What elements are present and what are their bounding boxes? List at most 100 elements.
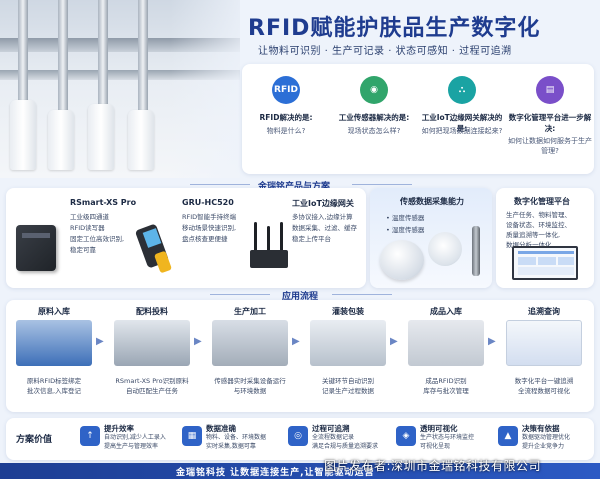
flow-arrow-icon: ▶ bbox=[488, 336, 496, 347]
rfid-reader-image bbox=[16, 225, 56, 271]
process-step-desc: 关键环节自动识别 记录生产过程数据 bbox=[300, 376, 396, 396]
flow-arrow-icon: ▶ bbox=[292, 336, 300, 347]
step-desc-line: 记录生产过程数据 bbox=[322, 387, 374, 395]
platform-desc-line: 质量追溯等一体化, bbox=[506, 231, 561, 239]
step-desc-line: 批次信息,入库登记 bbox=[26, 387, 82, 395]
value-desc: 数据驱动管理优化 提升企业竞争力 bbox=[522, 433, 570, 451]
products-panel bbox=[6, 188, 366, 288]
question-title: 数字化管理平台进一步解决: bbox=[508, 113, 592, 133]
process-step-title: 生产加工 bbox=[234, 307, 266, 316]
value-title: 过程可追溯 bbox=[312, 424, 350, 433]
process-step-title: 追溯查询 bbox=[528, 307, 560, 316]
section-divider bbox=[332, 294, 392, 295]
product-desc: 多协议接入,边缘计算 数据采集、过滤、缓存 稳定上传平台 bbox=[292, 212, 357, 245]
decision-icon: ▲ bbox=[498, 426, 518, 446]
bottle bbox=[10, 100, 36, 170]
question-card-platform: ▤ 数字化管理平台进一步解决: 如何让数据如何服务于生产管理? bbox=[506, 64, 594, 174]
step-desc-line: 数字化平台一键追溯 bbox=[514, 377, 574, 385]
step-desc-line: 全流程数据可视化 bbox=[518, 387, 570, 395]
page-title: RFID赋能护肤品生产数字化 bbox=[248, 16, 541, 41]
platform-card-desc: 生产任务、物料管理、 设备状态、环境监控、 质量追溯等一体化, 数据分析一体化 bbox=[506, 210, 590, 250]
process-section-label: 应用流程 bbox=[282, 292, 319, 302]
value-desc: 物料、设备、环境数据 实时采集,数据可靠 bbox=[206, 433, 266, 451]
monitor-icon: ▤ bbox=[536, 76, 564, 104]
sensor-item: • 温度传感器 bbox=[386, 214, 425, 222]
value-desc-line: 物料、设备、环境数据 bbox=[206, 434, 267, 441]
probe-sensor-image bbox=[472, 226, 480, 276]
value-desc-line: 提高生产与管理效率 bbox=[104, 443, 159, 450]
dashboard-header-bar bbox=[518, 251, 574, 254]
product-desc: RFID智能手持终端 移动场景快速识别, 盘点核查更便捷 bbox=[182, 212, 236, 245]
platform-desc-line: 数据分析一体化 bbox=[506, 241, 552, 249]
filling-nozzle bbox=[58, 0, 68, 110]
platform-desc-line: 生产任务、物料管理、 bbox=[506, 211, 571, 219]
question-title: 工业传感器解决的是: bbox=[338, 113, 410, 122]
dashboard-monitor-image bbox=[512, 246, 578, 280]
product-name: RSmart-XS Pro bbox=[70, 198, 137, 207]
value-desc-line: 实时采集,数据可靠 bbox=[206, 443, 256, 450]
product-desc-line: RFID读写器 bbox=[70, 224, 105, 232]
footer-slogan: 金瑞铭科技 让数据连接生产,让智能驱动运营 bbox=[176, 468, 375, 478]
process-step-title: 灌装包装 bbox=[332, 307, 364, 316]
step-desc-line: 关键环节自动识别 bbox=[322, 377, 374, 385]
question-text: 现场状态怎么样? bbox=[347, 127, 401, 135]
process-step-title: 配料投料 bbox=[136, 307, 168, 316]
filling-nozzle bbox=[138, 0, 148, 110]
flow-arrow-icon: ▶ bbox=[96, 336, 104, 347]
product-desc-line: 数据采集、过滤、缓存 bbox=[292, 224, 357, 232]
sensor-icon: ◉ bbox=[360, 76, 388, 104]
step-desc-line: 原料RFID标签绑定 bbox=[26, 377, 82, 385]
section-divider bbox=[352, 184, 412, 185]
dashboard-widget bbox=[538, 257, 556, 265]
trace-dashboard-photo bbox=[506, 320, 582, 366]
processing-photo bbox=[212, 320, 288, 366]
product-desc-line: RFID智能手持终端 bbox=[182, 213, 237, 221]
process-panel bbox=[6, 300, 594, 412]
filling-photo bbox=[310, 320, 386, 366]
dosing-photo bbox=[114, 320, 190, 366]
product-desc-line: 工业级四通道 bbox=[70, 213, 109, 221]
question-text: 如何把现场数据连接起来? bbox=[421, 127, 503, 135]
value-desc: 全流程数据记录 满足合规与质量追溯要求 bbox=[312, 433, 378, 451]
bottle bbox=[48, 110, 74, 170]
value-desc-line: 全流程数据记录 bbox=[312, 434, 355, 441]
product-desc-line: 固定工位高效识别, bbox=[70, 235, 125, 243]
question-title: RFID解决的是: bbox=[259, 113, 313, 122]
warehouse-photo bbox=[408, 320, 484, 366]
step-desc-line: 与环境数据 bbox=[233, 387, 267, 395]
value-desc-line: 数据驱动管理优化 bbox=[522, 434, 571, 441]
step-desc-line: 传感器实时采集设备运行 bbox=[214, 377, 286, 385]
value-title: 透明可视化 bbox=[420, 424, 458, 433]
product-name: GRU-HC520 bbox=[182, 198, 234, 207]
sensor-item: • 湿度传感器 bbox=[386, 226, 425, 234]
rfid-icon: RFID bbox=[272, 76, 300, 104]
step-desc-line: 库存与批次管理 bbox=[423, 387, 469, 395]
product-desc-line: 稳定上传平台 bbox=[292, 235, 331, 243]
dashboard-table bbox=[518, 267, 574, 275]
platform-desc-line: 设备状态、环境监控、 bbox=[506, 221, 571, 229]
gateway-box bbox=[250, 250, 288, 268]
platform-card-title: 数字化管理平台 bbox=[514, 197, 570, 206]
product-desc: 工业级四通道 RFID读写器 固定工位高效识别, 稳定可靠 bbox=[70, 212, 124, 256]
question-text: 物料是什么? bbox=[266, 127, 306, 135]
step-desc-line: RSmart-XS Pro识别原料 bbox=[115, 377, 189, 385]
handheld-terminal-image bbox=[134, 222, 179, 274]
value-desc-line: 可视化呈现 bbox=[420, 443, 451, 450]
raw-material-photo bbox=[16, 320, 92, 366]
product-desc-line: 盘点核查更便捷 bbox=[182, 235, 228, 243]
bottle bbox=[88, 104, 114, 170]
sensor-card-title: 传感数据采集能力 bbox=[400, 197, 464, 206]
products-section-label: 金瑞铭产品与方案 bbox=[258, 182, 331, 192]
value-title: 决策有依据 bbox=[522, 424, 560, 433]
machine-rail-lower bbox=[0, 70, 240, 80]
network-icon: ⛬ bbox=[448, 76, 476, 104]
process-step-desc: 成品RFID识别 库存与批次管理 bbox=[398, 376, 494, 396]
process-step-title: 成品入库 bbox=[430, 307, 462, 316]
value-desc-line: 生产状态与环境监控 bbox=[420, 434, 475, 441]
product-desc-line: 稳定可靠 bbox=[70, 246, 96, 254]
process-step-desc: 原料RFID标签绑定 批次信息,入库登记 bbox=[6, 376, 102, 396]
value-section-label: 方案价值 bbox=[16, 435, 53, 445]
value-title: 提升效率 bbox=[104, 424, 134, 433]
product-name: 工业IoT边缘网关 bbox=[292, 199, 354, 208]
